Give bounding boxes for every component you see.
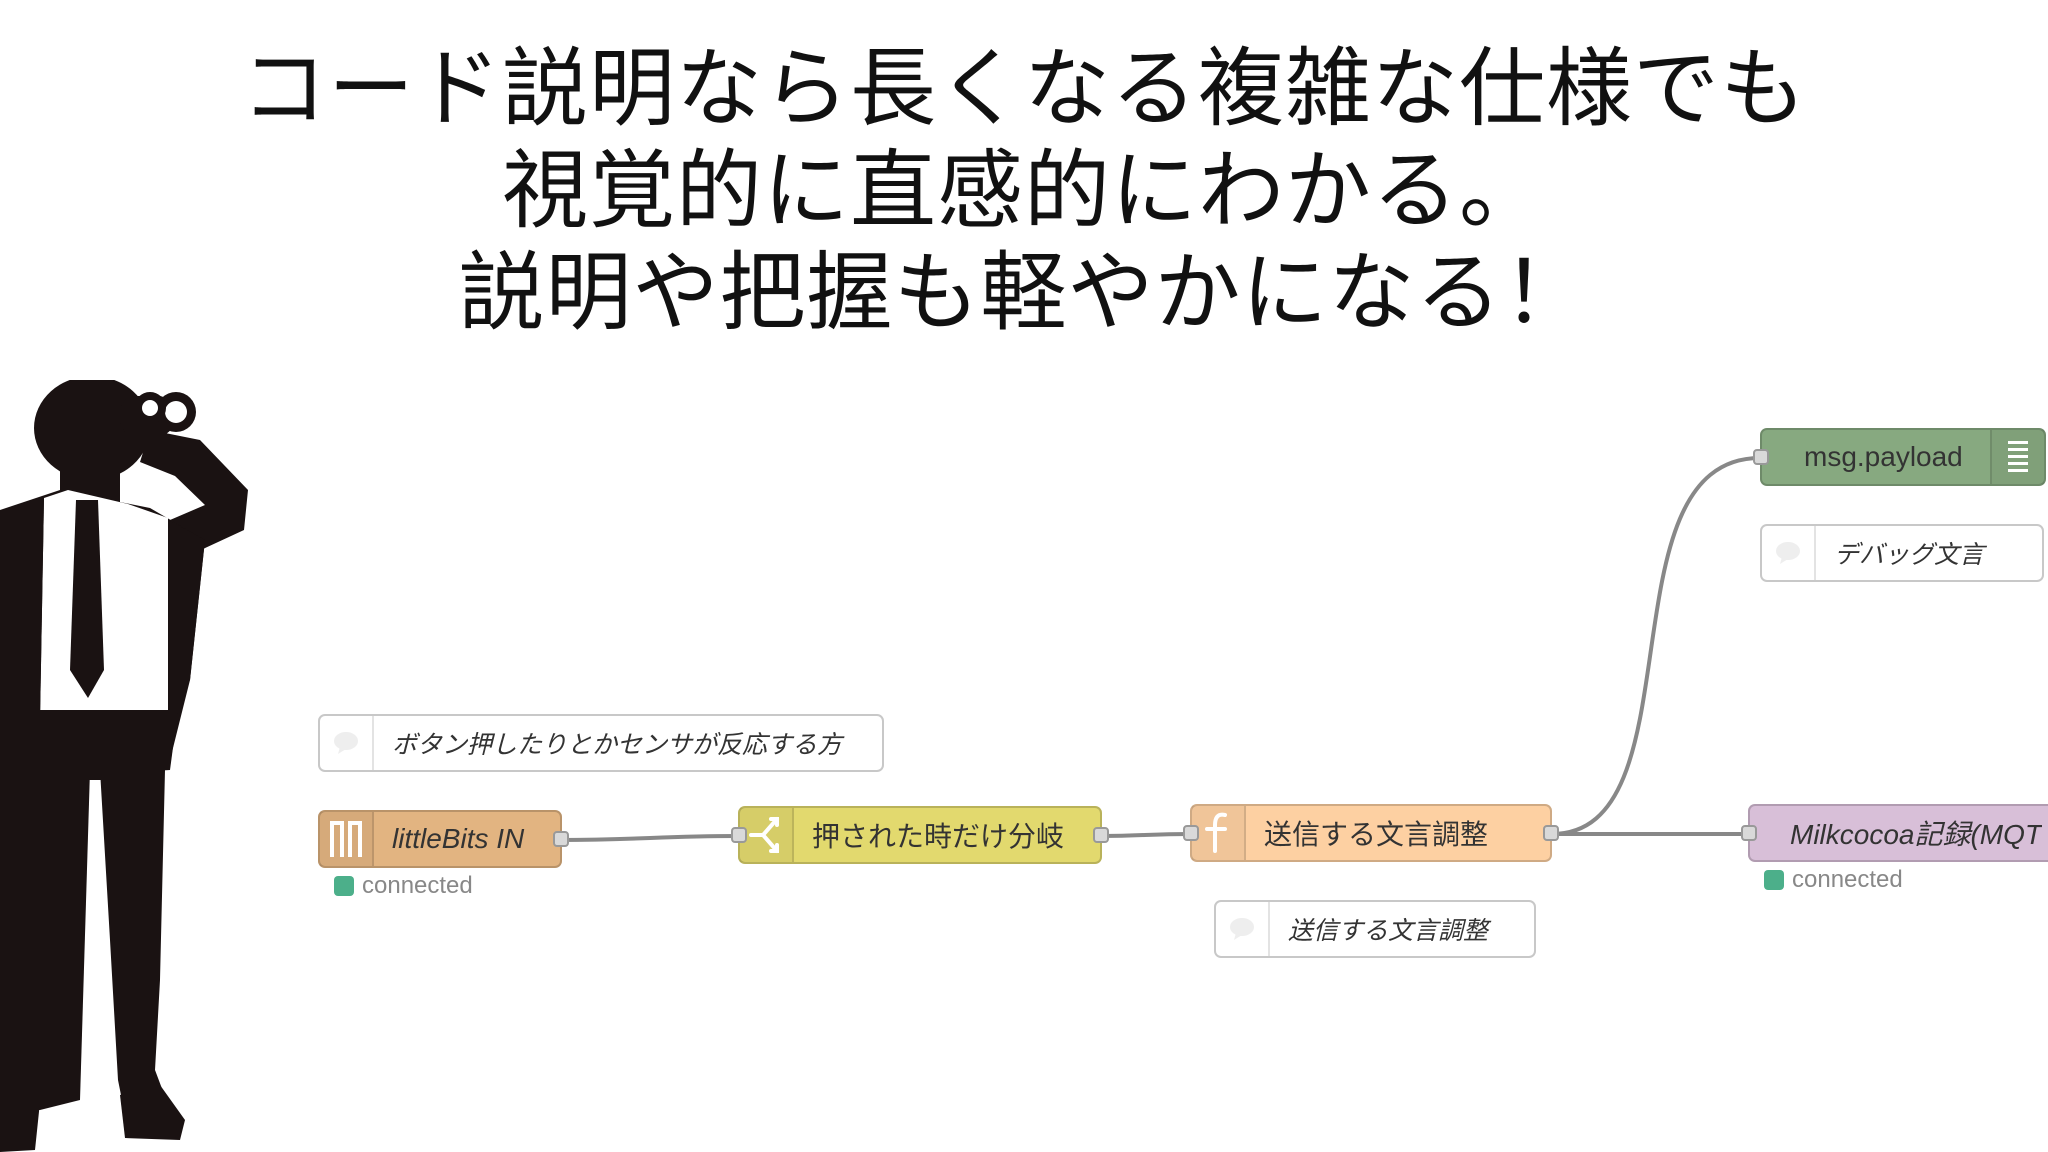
mqtt-out-node-input-port[interactable]	[1741, 825, 1757, 841]
headline-line-2: 視覚的に直感的にわかる。	[502, 141, 1546, 241]
function-icon	[1205, 812, 1227, 853]
comment-node-input-label: ボタン押したりとかセンサが反応する方	[392, 730, 843, 759]
function-node-input-port[interactable]	[1183, 825, 1199, 841]
littlebits-in-status-text: connected	[362, 872, 473, 899]
function-node-output-port[interactable]	[1543, 825, 1559, 841]
comment-node-function-label: 送信する文言調整	[1288, 916, 1489, 945]
switch-node[interactable]: 押された時だけ分岐	[731, 806, 1109, 864]
littlebits-in-output-port[interactable]	[553, 831, 569, 847]
switch-node-label: 押された時だけ分岐	[812, 821, 1065, 852]
comment-icon	[1776, 542, 1800, 564]
list-icon	[2008, 441, 2028, 472]
function-node[interactable]: 送信する文言調整	[1183, 804, 1559, 862]
debug-node-label: msg.payload	[1804, 441, 1963, 472]
switch-node-input-port[interactable]	[731, 827, 747, 843]
wire-switch-to-function[interactable]	[1101, 832, 1191, 838]
comment-node-input[interactable]: ボタン押したりとかセンサが反応する方	[318, 714, 884, 772]
wire-function-to-debug[interactable]	[1551, 456, 1761, 836]
status-connected-dot	[1764, 870, 1784, 890]
mqtt-out-status-text: connected	[1792, 866, 1903, 893]
function-node-label: 送信する文言調整	[1264, 819, 1489, 850]
mqtt-out-status: connected	[1764, 866, 1903, 894]
comment-node-debug[interactable]: デバッグ文言	[1760, 524, 2044, 582]
comment-node-debug-label: デバッグ文言	[1834, 540, 1985, 569]
mqtt-out-node-label: Milkcocoa記録(MQT	[1790, 819, 2043, 850]
headline-line-1: コード説明なら長くなる複雑な仕様でも	[241, 39, 1807, 139]
debug-node-input-port[interactable]	[1753, 449, 1769, 465]
switch-node-output-port[interactable]	[1093, 827, 1109, 843]
comment-icon	[334, 732, 358, 754]
pulse-icon	[330, 821, 362, 857]
businessman-binoculars-silhouette-icon	[0, 380, 248, 1152]
comment-node-function[interactable]: 送信する文言調整	[1214, 900, 1536, 958]
debug-node[interactable]: msg.payload	[1753, 428, 2046, 486]
littlebits-in-label: littleBits IN	[392, 823, 525, 854]
wire-littlebits-to-switch[interactable]	[559, 834, 739, 842]
status-connected-dot	[334, 876, 354, 896]
headline-line-3: 説明や把握も軽やかになる！	[458, 243, 1590, 343]
switch-icon	[749, 817, 779, 853]
littlebits-in-node[interactable]: littleBits IN	[318, 810, 569, 868]
comment-icon	[1230, 918, 1254, 940]
headline: コード説明なら長くなる複雑な仕様でも 視覚的に直感的にわかる。 説明や把握も軽や…	[0, 38, 2048, 344]
littlebits-in-status: connected	[334, 872, 473, 900]
mqtt-out-node[interactable]: Milkcocoa記録(MQT	[1741, 804, 2048, 862]
